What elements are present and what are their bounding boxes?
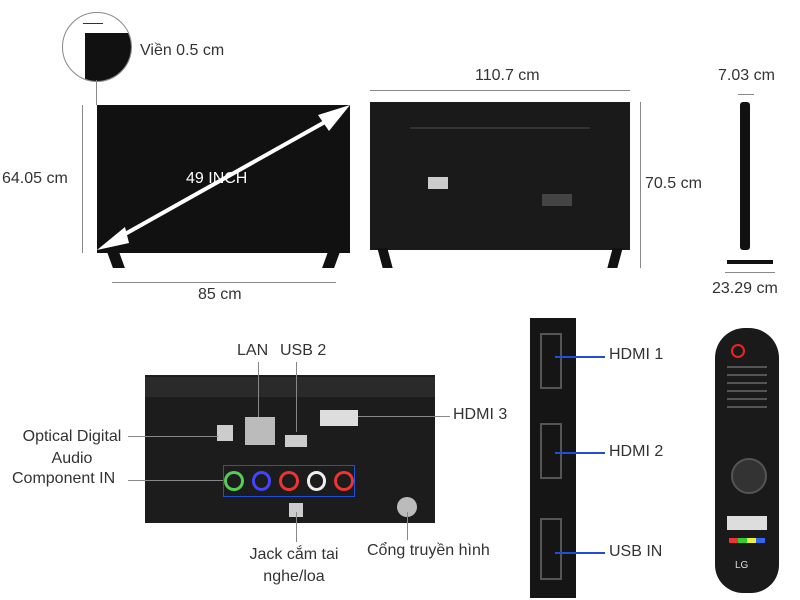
front-height-label: 64.05 cm [2,170,68,187]
width-label: 110.7 cm [475,67,540,84]
wheel [731,458,767,494]
hdmi3-port [320,410,358,426]
lan-label: LAN [237,342,269,359]
lan-port [245,417,275,445]
headphone-port [289,503,303,517]
port-panel [145,375,435,523]
component-label: Component IN [12,470,116,487]
power-icon [731,344,745,358]
stand-width-label: 85 cm [198,286,242,303]
hdmi1-label: HDMI 1 [609,346,664,363]
antenna-label: Cổng truyền hình [367,542,490,559]
stand-depth-label: 23.29 cm [712,280,778,297]
bezel-zoom-circle [62,12,132,82]
depth-label: 7.03 cm [718,67,775,84]
headphone-label: Jack cắm tai nghe/loa [249,546,339,585]
hdmi1-port [540,333,562,389]
diagonal-arrow [97,105,350,250]
magic-remote: LG [715,328,779,593]
hdmi2-label: HDMI 2 [609,443,664,460]
tv-back [370,102,630,250]
hdmi3-label: HDMI 3 [453,406,508,423]
bezel-label: Viền 0.5 cm [140,42,225,59]
optical-label: Optical Digital Audio [22,428,122,467]
lg-logo: LG [735,560,749,571]
usb-in-port [540,518,562,580]
usb2-label: USB 2 [280,342,327,359]
side-port-panel [530,318,576,598]
height-with-stand-label: 70.5 cm [645,175,702,192]
antenna-port [397,497,417,517]
usb-in-label: USB IN [609,543,663,560]
component-ports [223,465,355,497]
hdmi2-port [540,423,562,479]
screen-size-label: 49 INCH [186,170,248,187]
optical-port [217,425,233,441]
tv-side [740,102,750,250]
usb2-port [285,435,307,447]
